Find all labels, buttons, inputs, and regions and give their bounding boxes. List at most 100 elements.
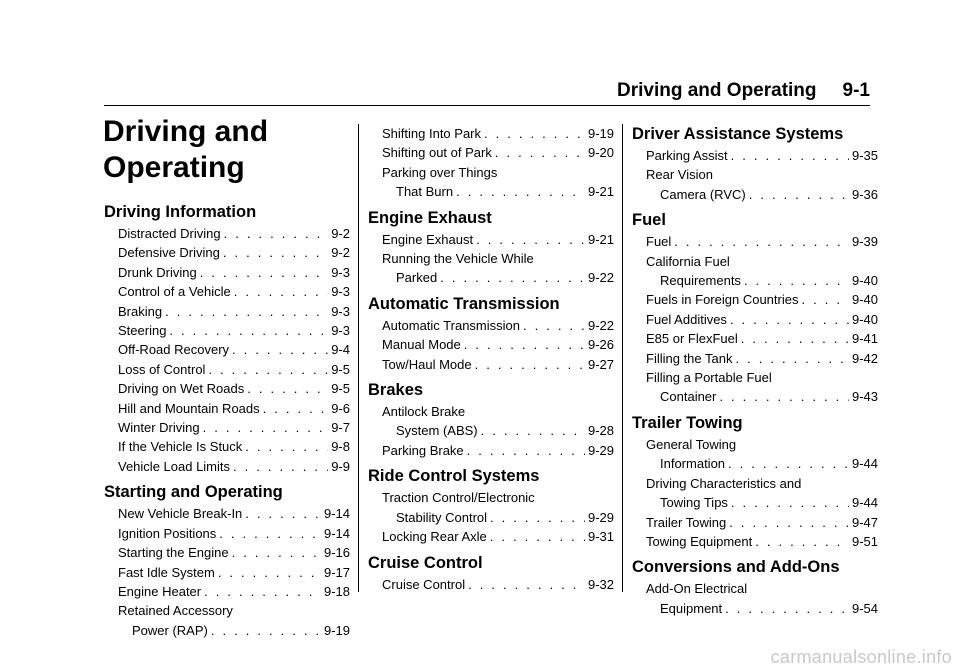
toc-entry[interactable]: That Burn. . . . . . . . . . . . . . . .… [368, 182, 614, 201]
toc-entry[interactable]: Parking Assist. . . . . . . . . . . . . … [632, 146, 878, 165]
toc-entry-page: 9-6 [331, 400, 350, 416]
toc-entry-label: Stability Control [396, 509, 488, 525]
dot-leader: . . . . . . . . . . . . . . . . . . . . … [169, 323, 328, 339]
toc-entry[interactable]: Fuel Additives. . . . . . . . . . . . . … [632, 310, 878, 329]
toc-entry[interactable]: If the Vehicle Is Stuck. . . . . . . . .… [104, 437, 350, 456]
toc-entry[interactable]: Fuels in Foreign Countries. . . . . . . … [632, 290, 878, 309]
toc-entry[interactable]: Driving on Wet Roads. . . . . . . . . . … [104, 379, 350, 398]
toc-entry-page: 9-7 [331, 420, 350, 436]
toc-entry-page: 9-42 [851, 350, 878, 366]
dot-leader: . . . . . . . . . . . . . . . . . . . . … [245, 506, 321, 522]
toc-entry-label: Starting the Engine [118, 545, 229, 561]
toc-entry[interactable]: Trailer Towing. . . . . . . . . . . . . … [632, 513, 878, 532]
toc-entry-label-line-1[interactable]: Driving Characteristics and [646, 475, 802, 491]
toc-entry-label: Fuels in Foreign Countries [646, 292, 799, 308]
toc-entry-label: Trailer Towing [646, 514, 727, 530]
toc-entry-label-line-1[interactable]: Filling a Portable Fuel [646, 370, 772, 386]
toc-entry-label: Fuel Additives [646, 311, 727, 327]
toc-entry[interactable]: Steering. . . . . . . . . . . . . . . . … [104, 321, 350, 340]
toc-entry-page: 9-2 [331, 226, 350, 241]
toc-entry[interactable]: Shifting Into Park. . . . . . . . . . . … [368, 124, 614, 143]
section-heading: Driving Information [104, 203, 257, 221]
toc-entry[interactable]: Camera (RVC). . . . . . . . . . . . . . … [632, 185, 878, 204]
toc-entry[interactable]: Ignition Positions. . . . . . . . . . . … [104, 524, 350, 543]
toc-entry-label: Requirements [660, 273, 741, 289]
section-heading: Trailer Towing [632, 413, 743, 432]
toc-entry[interactable]: Vehicle Load Limits. . . . . . . . . . .… [104, 457, 350, 476]
toc-entry-label-line-1[interactable]: California Fuel [646, 253, 730, 269]
toc-entry[interactable]: Loss of Control. . . . . . . . . . . . .… [104, 360, 350, 379]
toc-entry[interactable]: Drunk Driving. . . . . . . . . . . . . .… [104, 263, 350, 282]
toc-entry-label-line-1[interactable]: Traction Control/Electronic [382, 490, 535, 506]
toc-entry[interactable]: Automatic Transmission. . . . . . . . . … [368, 316, 614, 335]
toc-entry[interactable]: Towing Equipment. . . . . . . . . . . . … [632, 532, 878, 551]
toc-entry-label: Cruise Control [382, 576, 466, 592]
dot-leader: . . . . . . . . . . . . . . . . . . . . … [466, 442, 585, 458]
toc-entry-page: 9-4 [331, 342, 350, 358]
toc-entry-page: 9-5 [331, 361, 350, 377]
dot-leader: . . . . . . . . . . . . . . . . . . . . … [674, 234, 849, 250]
toc-entry-page: 9-43 [851, 389, 878, 405]
toc-entry[interactable]: Requirements. . . . . . . . . . . . . . … [632, 271, 878, 290]
toc-entry[interactable]: Towing Tips. . . . . . . . . . . . . . .… [632, 493, 878, 512]
toc-entry[interactable]: Power (RAP). . . . . . . . . . . . . . .… [104, 621, 350, 640]
dot-leader: . . . . . . . . . . . . . . . . . . . . … [199, 264, 328, 280]
toc-entry-page: 9-22 [587, 317, 614, 333]
toc-entry[interactable]: Starting the Engine. . . . . . . . . . .… [104, 543, 350, 562]
toc-entry[interactable]: Container. . . . . . . . . . . . . . . .… [632, 387, 878, 406]
toc-entry-label: Loss of Control [118, 361, 206, 377]
toc-entry[interactable]: Control of a Vehicle. . . . . . . . . . … [104, 282, 350, 301]
toc-entry[interactable]: System (ABS). . . . . . . . . . . . . . … [368, 421, 614, 440]
toc-entry-label: Automatic Transmission [382, 317, 520, 333]
toc-entry[interactable]: Engine Exhaust. . . . . . . . . . . . . … [368, 230, 614, 249]
toc-entry[interactable]: Engine Heater. . . . . . . . . . . . . .… [104, 582, 350, 601]
toc-entry-label-line-1[interactable]: Retained Accessory [118, 603, 233, 619]
toc-entry[interactable]: Winter Driving. . . . . . . . . . . . . … [104, 418, 350, 437]
toc-entry-label-line-1[interactable]: Antilock Brake [382, 404, 466, 420]
toc-entry-label: Parking Assist [646, 148, 728, 163]
toc-entry[interactable]: Fast Idle System. . . . . . . . . . . . … [104, 563, 350, 582]
chapter-title-line-1: Driving and [103, 115, 269, 148]
toc-entry[interactable]: Braking. . . . . . . . . . . . . . . . .… [104, 302, 350, 321]
toc-entry[interactable]: Locking Rear Axle. . . . . . . . . . . .… [368, 527, 614, 546]
toc-entry[interactable]: E85 or FlexFuel. . . . . . . . . . . . .… [632, 329, 878, 348]
toc-entry-label: Off-Road Recovery [118, 342, 230, 358]
toc-entry-label-line-1[interactable]: Add-On Electrical [646, 581, 748, 597]
toc-entry-label-line-1[interactable]: Running the Vehicle While [382, 251, 534, 267]
dot-leader: . . . . . . . . . . . . . . . . . . . . … [725, 600, 849, 616]
toc-entry[interactable]: Stability Control. . . . . . . . . . . .… [368, 508, 614, 527]
toc-entry[interactable]: Cruise Control. . . . . . . . . . . . . … [368, 575, 614, 594]
header-page-number: 9-1 [842, 80, 870, 101]
toc-entry[interactable]: Off-Road Recovery. . . . . . . . . . . .… [104, 340, 350, 359]
toc-entry-label: Hill and Mountain Roads [118, 400, 260, 416]
toc-entry[interactable]: Parking Brake. . . . . . . . . . . . . .… [368, 441, 614, 460]
dot-leader: . . . . . . . . . . . . . . . . . . . . … [730, 495, 849, 511]
toc-entry[interactable]: Manual Mode. . . . . . . . . . . . . . .… [368, 335, 614, 354]
toc-entry-label-line-1[interactable]: General Towing [646, 436, 737, 452]
header-rule [104, 105, 870, 106]
toc-entry-label-line-1[interactable]: Rear Vision [646, 167, 713, 183]
chapter-title-line-2: Operating [103, 151, 245, 184]
toc-entry-label-line-1[interactable]: Parking over Things [382, 164, 498, 180]
toc-entry-page: 9-44 [851, 495, 878, 511]
toc-entry[interactable]: Tow/Haul Mode. . . . . . . . . . . . . .… [368, 355, 614, 374]
dot-leader: . . . . . . . . . . . . . . . . . . . . … [233, 458, 328, 474]
toc-entry-label: Distracted Driving [118, 226, 221, 241]
toc-entry-page: 9-21 [587, 184, 614, 200]
toc-entry[interactable]: Parked. . . . . . . . . . . . . . . . . … [368, 268, 614, 287]
toc-entry-label: Vehicle Load Limits [118, 458, 231, 474]
toc-entry[interactable]: Hill and Mountain Roads. . . . . . . . .… [104, 399, 350, 418]
toc-entry[interactable]: Distracted Driving. . . . . . . . . . . … [104, 224, 350, 243]
toc-entry-label: Equipment [660, 600, 723, 616]
toc-entry[interactable]: New Vehicle Break-In. . . . . . . . . . … [104, 504, 350, 523]
toc-entry[interactable]: Equipment. . . . . . . . . . . . . . . .… [632, 599, 878, 618]
toc-entry[interactable]: Shifting out of Park. . . . . . . . . . … [368, 143, 614, 162]
toc-entry[interactable]: Defensive Driving. . . . . . . . . . . .… [104, 243, 350, 262]
toc-entry[interactable]: Information. . . . . . . . . . . . . . .… [632, 454, 878, 473]
toc-entry[interactable]: Fuel. . . . . . . . . . . . . . . . . . … [632, 232, 878, 251]
toc-entry[interactable]: Filling the Tank. . . . . . . . . . . . … [632, 349, 878, 368]
section-heading: Engine Exhaust [368, 208, 492, 227]
toc-entry-label: Drunk Driving [118, 264, 197, 280]
